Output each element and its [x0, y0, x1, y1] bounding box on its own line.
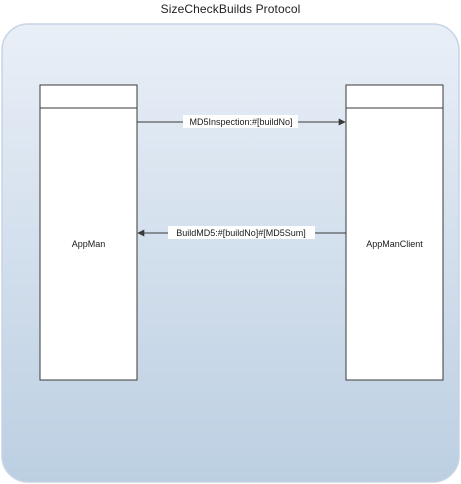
participant-appman-label: AppMan — [72, 239, 106, 249]
message-md5-inspection-label: MD5Inspection:#[buildNo] — [189, 117, 292, 127]
participant-appman[interactable]: AppMan — [39, 84, 138, 381]
diagram-title: SizeCheckBuilds Protocol — [160, 2, 301, 16]
message-build-md5-label-bg — [168, 226, 315, 239]
message-build-md5-label: BuildMD5:#[buildNo]#[MD5Sum] — [176, 228, 306, 238]
participant-appman-header — [39, 84, 138, 109]
message-md5-inspection-label-bg — [183, 115, 298, 128]
participant-appman-body — [39, 107, 138, 381]
message-build-md5[interactable]: BuildMD5:#[buildNo]#[MD5Sum] — [137, 226, 346, 239]
participant-appmanclient-body — [345, 107, 444, 381]
participant-appmanclient[interactable]: AppManClient — [345, 84, 444, 381]
participant-appmanclient-header — [345, 84, 444, 109]
message-md5-inspection[interactable]: MD5Inspection:#[buildNo] — [137, 115, 346, 128]
participant-appmanclient-label: AppManClient — [366, 239, 423, 249]
